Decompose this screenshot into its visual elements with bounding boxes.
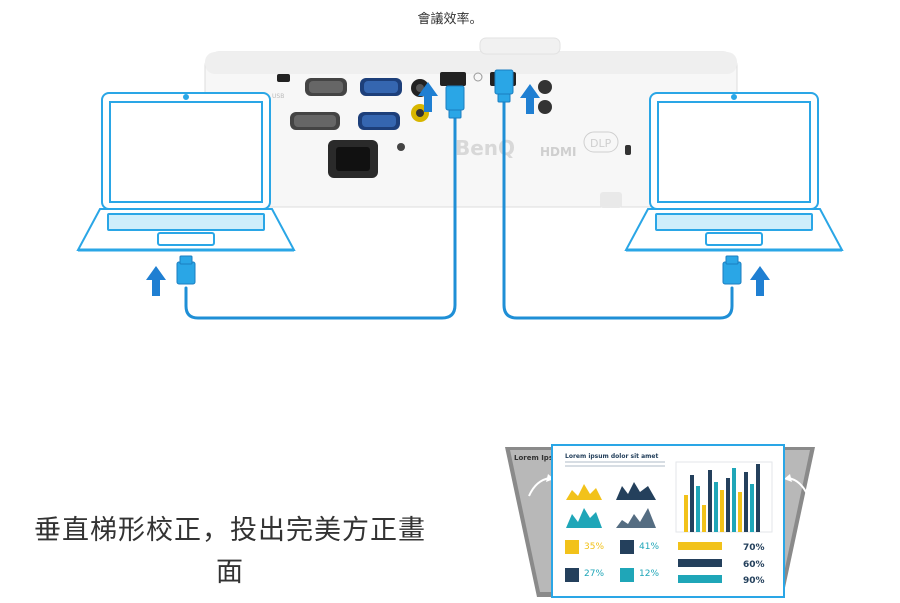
poster-stat-1: 35% bbox=[584, 542, 604, 552]
svg-text:USB: USB bbox=[272, 93, 284, 100]
poster-stat-2: 41% bbox=[639, 542, 659, 552]
poster-people-icons bbox=[678, 542, 722, 583]
poster-stat-3: 27% bbox=[584, 569, 604, 579]
poster-stat-4: 12% bbox=[639, 569, 659, 579]
dlp-logo: DLP bbox=[590, 137, 612, 150]
feature-heading: 垂直梯形校正，投出完美方正畫面 bbox=[34, 515, 426, 588]
poster-side-label: Lorem Ipsu bbox=[514, 454, 558, 462]
poster-pct-3: 90% bbox=[743, 576, 765, 586]
top-caption: 會議效率。 bbox=[417, 12, 483, 27]
hdmi-cables bbox=[184, 98, 734, 320]
laptop-right bbox=[624, 92, 844, 252]
keystone-projection: Lorem Ipsu Lorem ipsum dolor sit amet bbox=[505, 444, 815, 598]
poster-pct-1: 70% bbox=[743, 543, 765, 553]
hdmi-plug-icons bbox=[176, 69, 742, 285]
poster-title: Lorem ipsum dolor sit amet bbox=[565, 453, 658, 460]
arrow-up-icons bbox=[146, 82, 770, 296]
projector-brand: BenQ bbox=[455, 136, 515, 160]
vga-ports bbox=[290, 78, 402, 130]
poster-bar-chart bbox=[675, 461, 773, 533]
hdmi-logo: HDMI bbox=[540, 145, 576, 159]
laptop-left bbox=[76, 92, 296, 252]
poster-pct-2: 60% bbox=[743, 560, 765, 570]
